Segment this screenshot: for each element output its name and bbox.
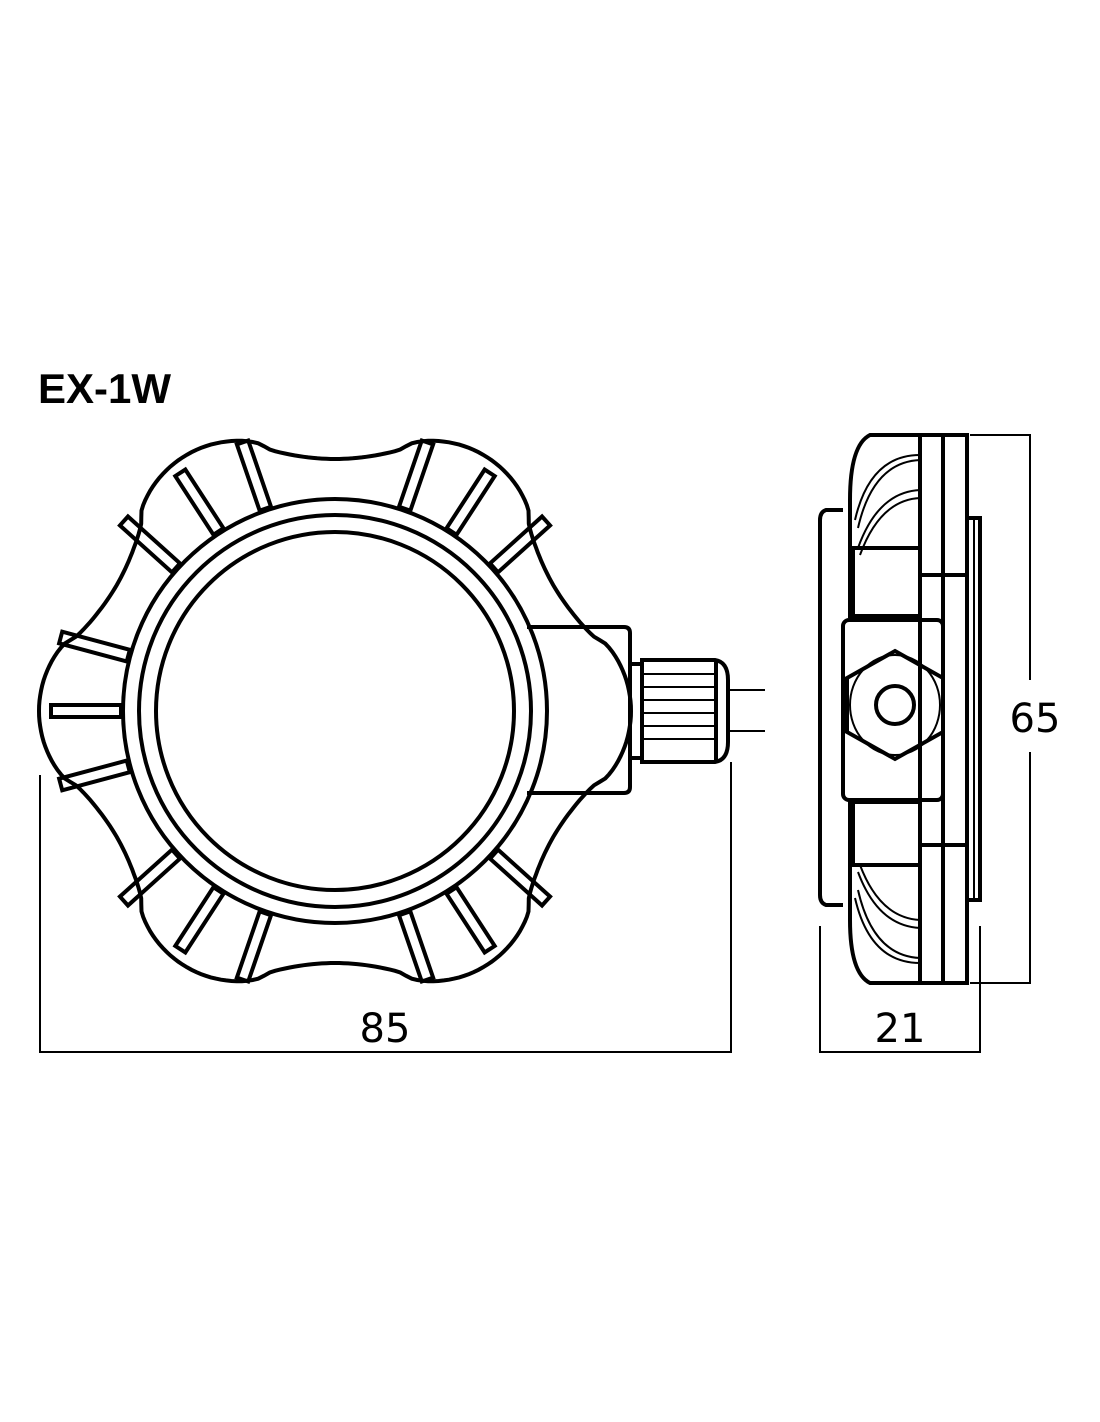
inner-ring [137, 513, 533, 909]
model-title: EX-1W [38, 365, 172, 412]
cable-hole [874, 684, 916, 726]
depth-dimension: 21 [819, 926, 981, 1053]
housing-outline [36, 438, 634, 984]
dome-bottom [848, 800, 920, 985]
cooling-ribs [49, 437, 553, 985]
rib-slot [49, 703, 123, 719]
rib-slot [117, 846, 183, 909]
rib-block [851, 800, 922, 867]
rib-slot [487, 846, 553, 909]
width-dimension: 85 [39, 762, 732, 1053]
depth-label: 21 [875, 1006, 926, 1052]
width-label: 85 [360, 1006, 411, 1052]
lens [154, 530, 516, 892]
rib-slot [172, 466, 227, 538]
cable-gland [628, 658, 730, 764]
rib-slot [172, 884, 227, 956]
front-view [36, 437, 765, 985]
rib-block [851, 546, 922, 618]
rib-slot [117, 513, 183, 576]
connector-block [841, 618, 945, 802]
rib-slot [443, 466, 498, 538]
outer-ring [121, 497, 549, 925]
rib-slot [56, 629, 133, 664]
hex-nut [845, 648, 945, 762]
rib-slot [443, 884, 498, 956]
rib-slot [234, 908, 274, 985]
rib-slot [396, 437, 436, 514]
side-view [818, 433, 982, 985]
height-label: 65 [1010, 696, 1061, 742]
height-dimension: 65 [970, 434, 1061, 984]
rib-slot [234, 437, 274, 514]
mounting-flange [818, 508, 843, 907]
rib-slot [396, 908, 436, 985]
rib-slot [56, 758, 133, 793]
dome-top [848, 433, 920, 618]
rib-slot [487, 513, 553, 576]
